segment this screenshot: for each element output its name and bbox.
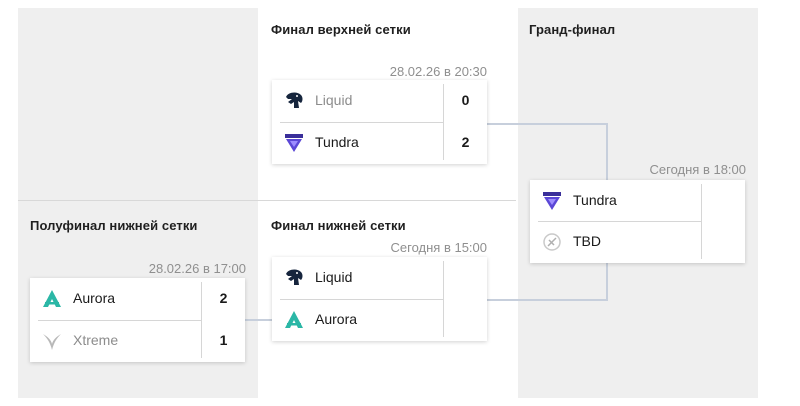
match-card-lower-semifinal[interactable]: Aurora 2 Xtreme 1 [30,278,245,362]
team-row[interactable]: Liquid [272,257,487,299]
connector-lower-v [606,263,608,301]
lower-final-title: Финал нижней сетки [271,218,406,233]
grand-final-time: Сегодня в 18:00 [649,162,746,177]
match-card-upper-final[interactable]: Liquid 0 Tundra 2 [272,80,487,164]
liquid-horse-icon [283,90,305,112]
match-card-lower-final[interactable]: Liquid Aurora [272,257,487,341]
row-divider [280,299,444,300]
connector-lower-h [487,299,608,301]
tbd-icon [541,231,563,253]
team-score: 2 [219,290,228,306]
team-name: TBD [573,233,601,249]
upper-final-time: 28.02.26 в 20:30 [389,64,487,79]
team-name: Xtreme [73,332,119,348]
grand-final-title: Гранд-финал [529,22,616,37]
row-divider [280,122,444,123]
team-name: Liquid [315,92,353,108]
lower-semifinal-title: Полуфинал нижней сетки [30,218,198,233]
liquid-horse-icon [283,267,305,289]
team-name: Aurora [73,290,116,306]
team-row[interactable]: Tundra [530,180,745,222]
score-divider [201,282,202,358]
lower-semifinal-time: 28.02.26 в 17:00 [148,261,246,276]
team-name: Tundra [315,134,359,150]
tundra-icon [541,190,563,212]
upper-final-title: Финал верхней сетки [271,22,411,37]
match-card-grand-final[interactable]: Tundra TBD [530,180,745,263]
connector-upper-h [487,123,608,125]
team-row[interactable]: Xtreme 1 [30,320,245,362]
tundra-icon [283,132,305,154]
bracket-divider [18,200,516,201]
connector-upper-v [606,123,608,181]
team-name: Tundra [573,192,617,208]
team-row[interactable]: Aurora [272,299,487,341]
xtreme-icon [41,330,63,352]
connector-semi-h [245,319,272,321]
team-row[interactable]: TBD [530,221,745,263]
team-score: 2 [461,134,470,150]
aurora-icon [41,288,63,310]
team-name: Aurora [315,311,358,327]
team-row[interactable]: Liquid 0 [272,80,487,122]
row-divider [538,221,702,222]
team-score: 0 [461,92,470,108]
row-divider [38,320,202,321]
score-divider [701,184,702,259]
team-score: 1 [219,332,228,348]
team-name: Liquid [315,269,353,285]
aurora-icon [283,309,305,331]
score-divider [443,261,444,337]
lower-final-time: Сегодня в 15:00 [390,240,487,255]
team-row[interactable]: Tundra 2 [272,122,487,164]
score-divider [443,84,444,160]
team-row[interactable]: Aurora 2 [30,278,245,320]
